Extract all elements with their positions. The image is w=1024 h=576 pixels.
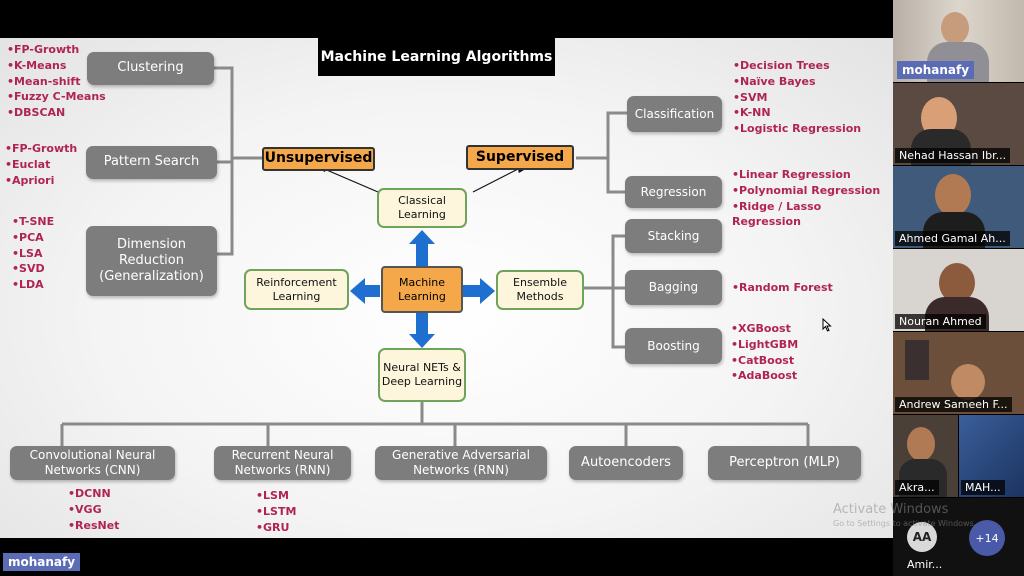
rnn-list: LSM LSTM GRU	[256, 488, 296, 535]
stacking-box: Stacking	[625, 219, 722, 253]
bagging-box: Bagging	[625, 270, 722, 305]
participant-name: Andrew Sameeh F...	[895, 397, 1012, 412]
list-item: LSM	[256, 488, 296, 504]
list-item: Polynomial Regression	[732, 183, 893, 199]
unsupervised-box: Unsupervised	[262, 147, 375, 171]
cnn-list: DCNN VGG ResNet	[68, 486, 119, 533]
cnn-box: Convolutional Neural Networks (CNN)	[10, 446, 175, 480]
gan-box: Generative Adversarial Networks (RNN)	[375, 446, 547, 480]
list-item: Euclat	[5, 157, 77, 173]
autoencoders-box: Autoencoders	[569, 446, 683, 480]
list-item: Decision Trees	[733, 58, 861, 74]
list-item: LSTM	[256, 504, 296, 520]
pattern-search-box: Pattern Search	[86, 146, 217, 179]
supervised-box: Supervised	[466, 145, 574, 170]
list-item: DCNN	[68, 486, 119, 502]
reinforcement-learning-box: Reinforcement Learning	[244, 269, 349, 310]
participant-tile[interactable]: Ahmed Gamal Ah...	[893, 166, 1024, 248]
participant-tile[interactable]: Andrew Sameeh F...	[893, 332, 1024, 414]
boosting-box: Boosting	[625, 328, 722, 364]
list-item: CatBoost	[731, 353, 798, 369]
participant-tile[interactable]: AA Amir... +14	[893, 498, 1024, 576]
dimension-list: T-SNE PCA LSA SVD LDA	[12, 214, 54, 293]
rnn-box: Recurrent Neural Networks (RNN)	[214, 446, 351, 480]
list-item: Random Forest	[732, 280, 833, 296]
list-item: K-NN	[733, 105, 861, 121]
list-item: Apriori	[5, 173, 77, 189]
list-item: XGBoost	[731, 321, 798, 337]
presenter-name-tag: mohanafy	[3, 553, 81, 571]
list-item: ResNet	[68, 518, 119, 534]
perceptron-box: Perceptron (MLP)	[708, 446, 861, 480]
list-item: DBSCAN	[7, 105, 106, 121]
participant-name: MAH...	[961, 480, 1005, 495]
participant-tile[interactable]: Nehad Hassan Ibr...	[893, 83, 1024, 165]
list-item: LDA	[12, 277, 54, 293]
participant-name: mohanafy	[897, 61, 975, 79]
machine-learning-box: Machine Learning	[381, 266, 463, 313]
activation-watermark-title: Activate Windows	[833, 502, 949, 517]
bagging-list: Random Forest	[732, 280, 833, 296]
list-item: Linear Regression	[732, 167, 893, 183]
more-participants-button[interactable]: +14	[969, 520, 1005, 556]
list-item: FP-Growth	[7, 42, 106, 58]
participant-name: Ahmed Gamal Ah...	[895, 231, 1010, 246]
participant-name: Nehad Hassan Ibr...	[895, 148, 1011, 163]
list-item: Logistic Regression	[733, 121, 861, 137]
list-item: Fuzzy C-Means	[7, 89, 106, 105]
boosting-list: XGBoost LightGBM CatBoost AdaBoost	[731, 321, 798, 384]
list-item: LightGBM	[731, 337, 798, 353]
list-item: SVM	[733, 90, 861, 106]
neural-nets-box: Neural NETs & Deep Learning	[378, 348, 466, 402]
ensemble-methods-box: Ensemble Methods	[496, 270, 584, 310]
list-item: FP-Growth	[5, 141, 77, 157]
regression-box: Regression	[625, 176, 722, 208]
participant-tile[interactable]: MAH...	[959, 415, 1024, 497]
dimension-reduction-box: Dimension Reduction (Generalization)	[86, 226, 217, 296]
list-item: VGG	[68, 502, 119, 518]
shared-slide: Machine Learning Algorithms FP-Growth K-…	[0, 38, 893, 538]
diagram-connectors	[60, 66, 810, 446]
list-item: PCA	[12, 230, 54, 246]
clustering-box: Clustering	[87, 52, 214, 85]
participant-name: Amir...	[907, 558, 943, 571]
classification-box: Classification	[627, 96, 722, 132]
avatar: AA	[907, 522, 937, 552]
participant-tile[interactable]: Nouran Ahmed	[893, 249, 1024, 331]
list-item: LSA	[12, 246, 54, 262]
list-item: Ridge / Lasso Regression	[732, 199, 893, 231]
list-item: GRU	[256, 520, 296, 536]
list-item: AdaBoost	[731, 368, 798, 384]
list-item: Naïve Bayes	[733, 74, 861, 90]
participant-name: Nouran Ahmed	[895, 314, 986, 329]
list-item: K-Means	[7, 58, 106, 74]
pattern-list: FP-Growth Euclat Apriori	[5, 141, 77, 188]
participant-tile[interactable]: mohanafy	[893, 0, 1024, 82]
list-item: Mean-shift	[7, 74, 106, 90]
list-item: SVD	[12, 261, 54, 277]
list-item: T-SNE	[12, 214, 54, 230]
mouse-cursor-icon	[822, 318, 832, 332]
regression-list: Linear Regression Polynomial Regression …	[732, 167, 893, 230]
classification-list: Decision Trees Naïve Bayes SVM K-NN Logi…	[733, 58, 861, 137]
clustering-list: FP-Growth K-Means Mean-shift Fuzzy C-Mea…	[7, 42, 106, 121]
slide-title: Machine Learning Algorithms	[318, 38, 555, 76]
participant-name: Akra...	[895, 480, 939, 495]
activation-watermark-subtitle: Go to Settings to activate Windows.	[833, 519, 977, 528]
participant-tile[interactable]: Akra...	[893, 415, 958, 497]
classical-learning-box: Classical Learning	[377, 188, 467, 228]
